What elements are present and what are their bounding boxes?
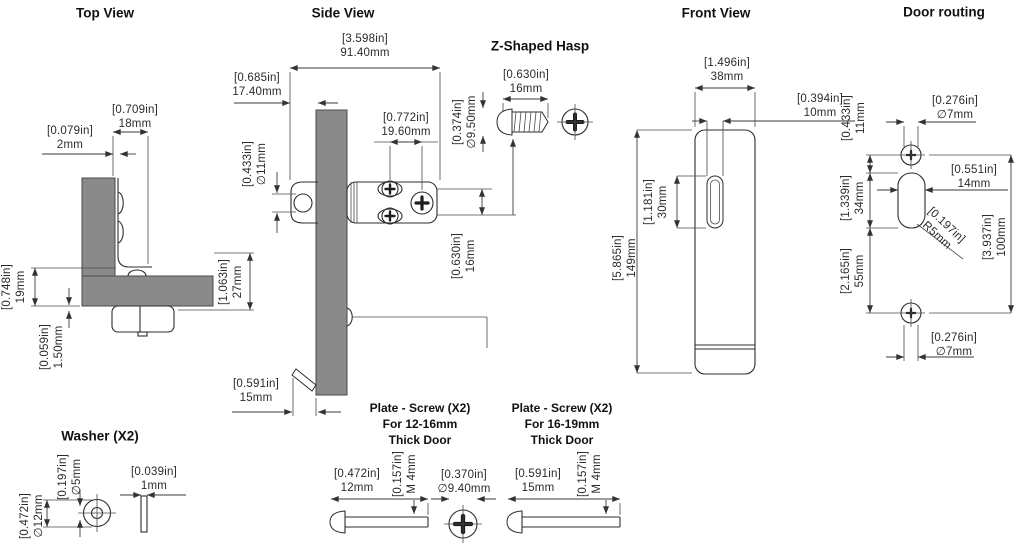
dim-front-height: [5.865in]149mm — [612, 235, 638, 281]
dim-side-offset: [0.685in]17.40mm — [232, 72, 282, 98]
dim-top-thickness: [0.748in]19mm — [1, 264, 27, 310]
dim-screw-long-thread: [0.157in]M 4mm — [577, 451, 603, 497]
dim-hasp-screw-length: [0.630in]16mm — [503, 69, 549, 95]
dim-washer-outer: [0.472in]∅12mm — [19, 493, 45, 539]
side-view-title: Side View — [311, 5, 375, 21]
dim-screw-long-length: [0.591in]15mm — [515, 468, 561, 494]
dim-screw-short-length: [0.472in]12mm — [334, 468, 380, 494]
dim-top-width: [0.709in]18mm — [112, 104, 158, 130]
dim-route-bottom-gap: [2.165in]55mm — [840, 248, 866, 294]
dim-side-pin: [0.591in]15mm — [233, 378, 279, 404]
door-routing-title: Door routing — [903, 4, 985, 20]
dim-route-height: [3.937in]100mm — [982, 214, 1008, 260]
dim-washer-thickness: [0.039in]1mm — [131, 466, 177, 492]
plate-screw-short-range: For 12-16mm — [382, 417, 458, 431]
dim-screw-head: [0.370in]∅9.40mm — [437, 469, 491, 495]
dim-top-depth: [1.063in]27mm — [218, 259, 244, 305]
plate-screw-short-door: Thick Door — [388, 433, 452, 447]
dim-side-drop: [0.630in]16mm — [451, 233, 477, 279]
washer-drawing — [43, 489, 186, 537]
top-view-drawing — [31, 129, 254, 337]
dim-top-offset: [0.079in]2mm — [47, 125, 93, 151]
dim-top-washer-gap: [0.059in]1.50mm — [39, 324, 65, 370]
door-routing-drawing — [866, 119, 1014, 361]
dim-route-slot-width: [0.551in]14mm — [951, 164, 997, 190]
dim-front-slot-height: [1.181in]30mm — [643, 179, 669, 225]
dim-route-slot-height: [1.339in]34mm — [840, 175, 866, 221]
side-view-drawing — [232, 65, 516, 416]
dim-side-length: [3.598in]91.40mm — [340, 33, 390, 59]
front-view-title: Front View — [681, 5, 751, 21]
dim-route-hole-top: [0.276in]∅7mm — [932, 95, 978, 121]
front-view-drawing — [634, 85, 855, 375]
dim-side-hole: [0.433in]∅11mm — [242, 141, 268, 187]
plate-screw-long-door: Thick Door — [530, 433, 594, 447]
dim-route-top-gap: [0.433in]11mm — [841, 95, 867, 141]
dim-front-width: [1.496in]38mm — [704, 57, 750, 83]
plate-screw-short-title: Plate - Screw (X2) — [369, 401, 471, 415]
plate-screws-drawing — [329, 496, 621, 543]
dim-screw-short-thread: [0.157in]M 4mm — [392, 451, 418, 497]
plate-screw-long-range: For 16-19mm — [524, 417, 600, 431]
dim-route-hole-bottom: [0.276in]∅7mm — [931, 332, 977, 358]
dim-side-screw-spacing: [0.772in]19.60mm — [381, 112, 431, 138]
z-hasp-title: Z-Shaped Hasp — [490, 38, 590, 54]
washer-title: Washer (X2) — [61, 428, 139, 444]
dim-front-slot-width: [0.394in]10mm — [797, 93, 843, 119]
dim-washer-inner: [0.197in]∅5mm — [57, 454, 83, 500]
dim-hasp-screw-head: [0.374in]∅9.50mm — [452, 95, 478, 149]
top-view-title: Top View — [75, 5, 135, 21]
hasp-screw-drawing — [480, 92, 593, 152]
plate-screw-long-title: Plate - Screw (X2) — [511, 401, 613, 415]
